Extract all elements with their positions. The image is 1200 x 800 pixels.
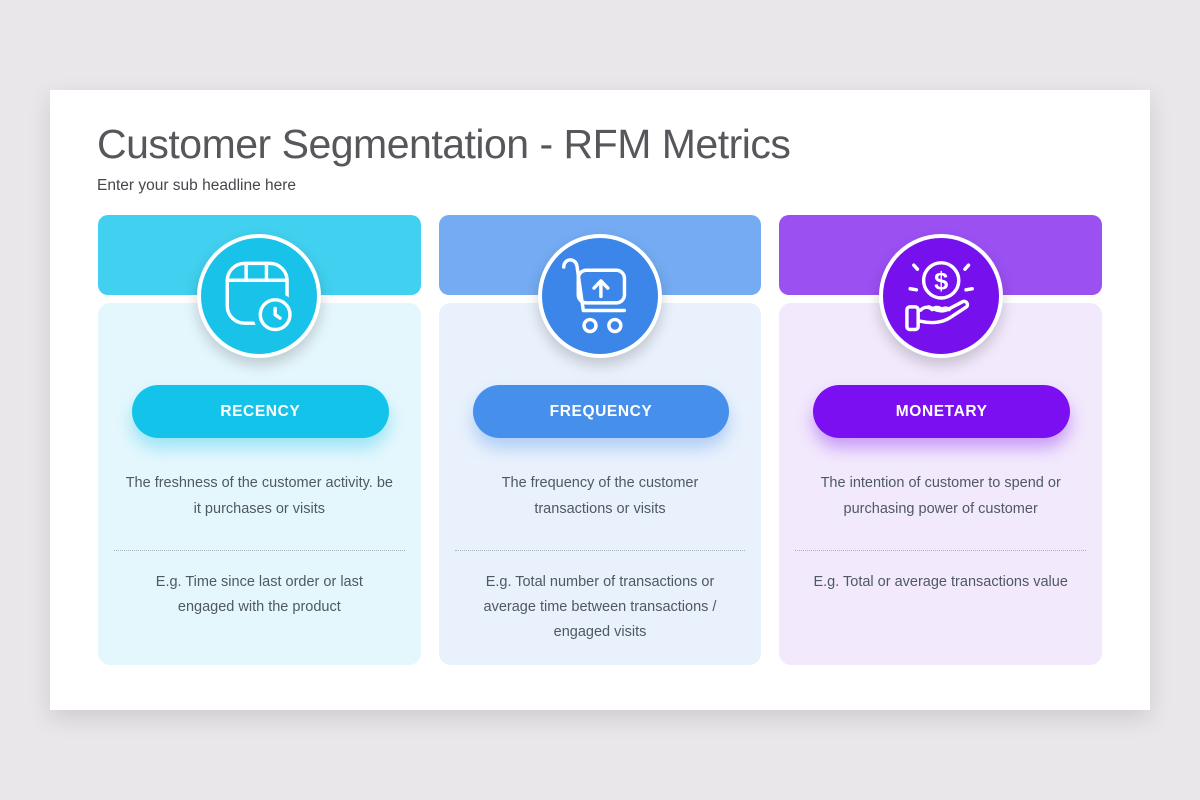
pill-text: FREQUENCY [549,402,653,420]
dotted-divider [114,550,405,551]
icon-circle: $ [878,234,1003,358]
metric-card-monetary: $ MONETARY The intention of customer to … [779,215,1103,665]
page-title: Customer Segmentation - RFM Metrics [97,121,791,167]
card-body-panel [438,303,762,665]
metric-card-frequency: FREQUENCY The frequency of the customer … [438,215,762,665]
metric-description: The intention of customer to spend or pu… [820,475,1061,517]
frequency-pill-label: FREQUENCY [472,385,730,438]
card-body-panel [779,303,1103,665]
card-body-panel [98,303,421,665]
icon-circle [538,234,662,358]
metric-description: The frequency of the customer transactio… [501,475,699,517]
pill-text: RECENCY [220,402,301,420]
metric-example: E.g. Total or average transactions value [813,574,1068,590]
dollar-symbol: $ [934,267,948,295]
calendar-clock-icon [225,261,298,337]
hand-dollar-icon: $ [904,261,974,332]
page-subtitle: Enter your sub headline here [97,177,297,194]
icon-circle [197,234,322,358]
recency-pill-label: RECENCY [132,385,389,438]
shopping-cart-up-icon [562,258,627,334]
slide-canvas: Customer Segmentation - RFM Metrics Ente… [50,90,1150,710]
pill-text: MONETARY [895,402,988,420]
dotted-divider [454,550,746,551]
metric-example: E.g. Total number of transactions or ave… [483,574,717,640]
metric-description: The freshness of the customer activity. … [125,475,393,517]
metric-card-recency: RECENCY The freshness of the customer ac… [98,215,421,665]
dotted-divider [795,550,1087,551]
monetary-pill-label: MONETARY [813,385,1071,438]
metric-example: E.g. Time since last order or last engag… [155,574,363,615]
metric-cards-row: RECENCY The freshness of the customer ac… [98,215,1103,665]
